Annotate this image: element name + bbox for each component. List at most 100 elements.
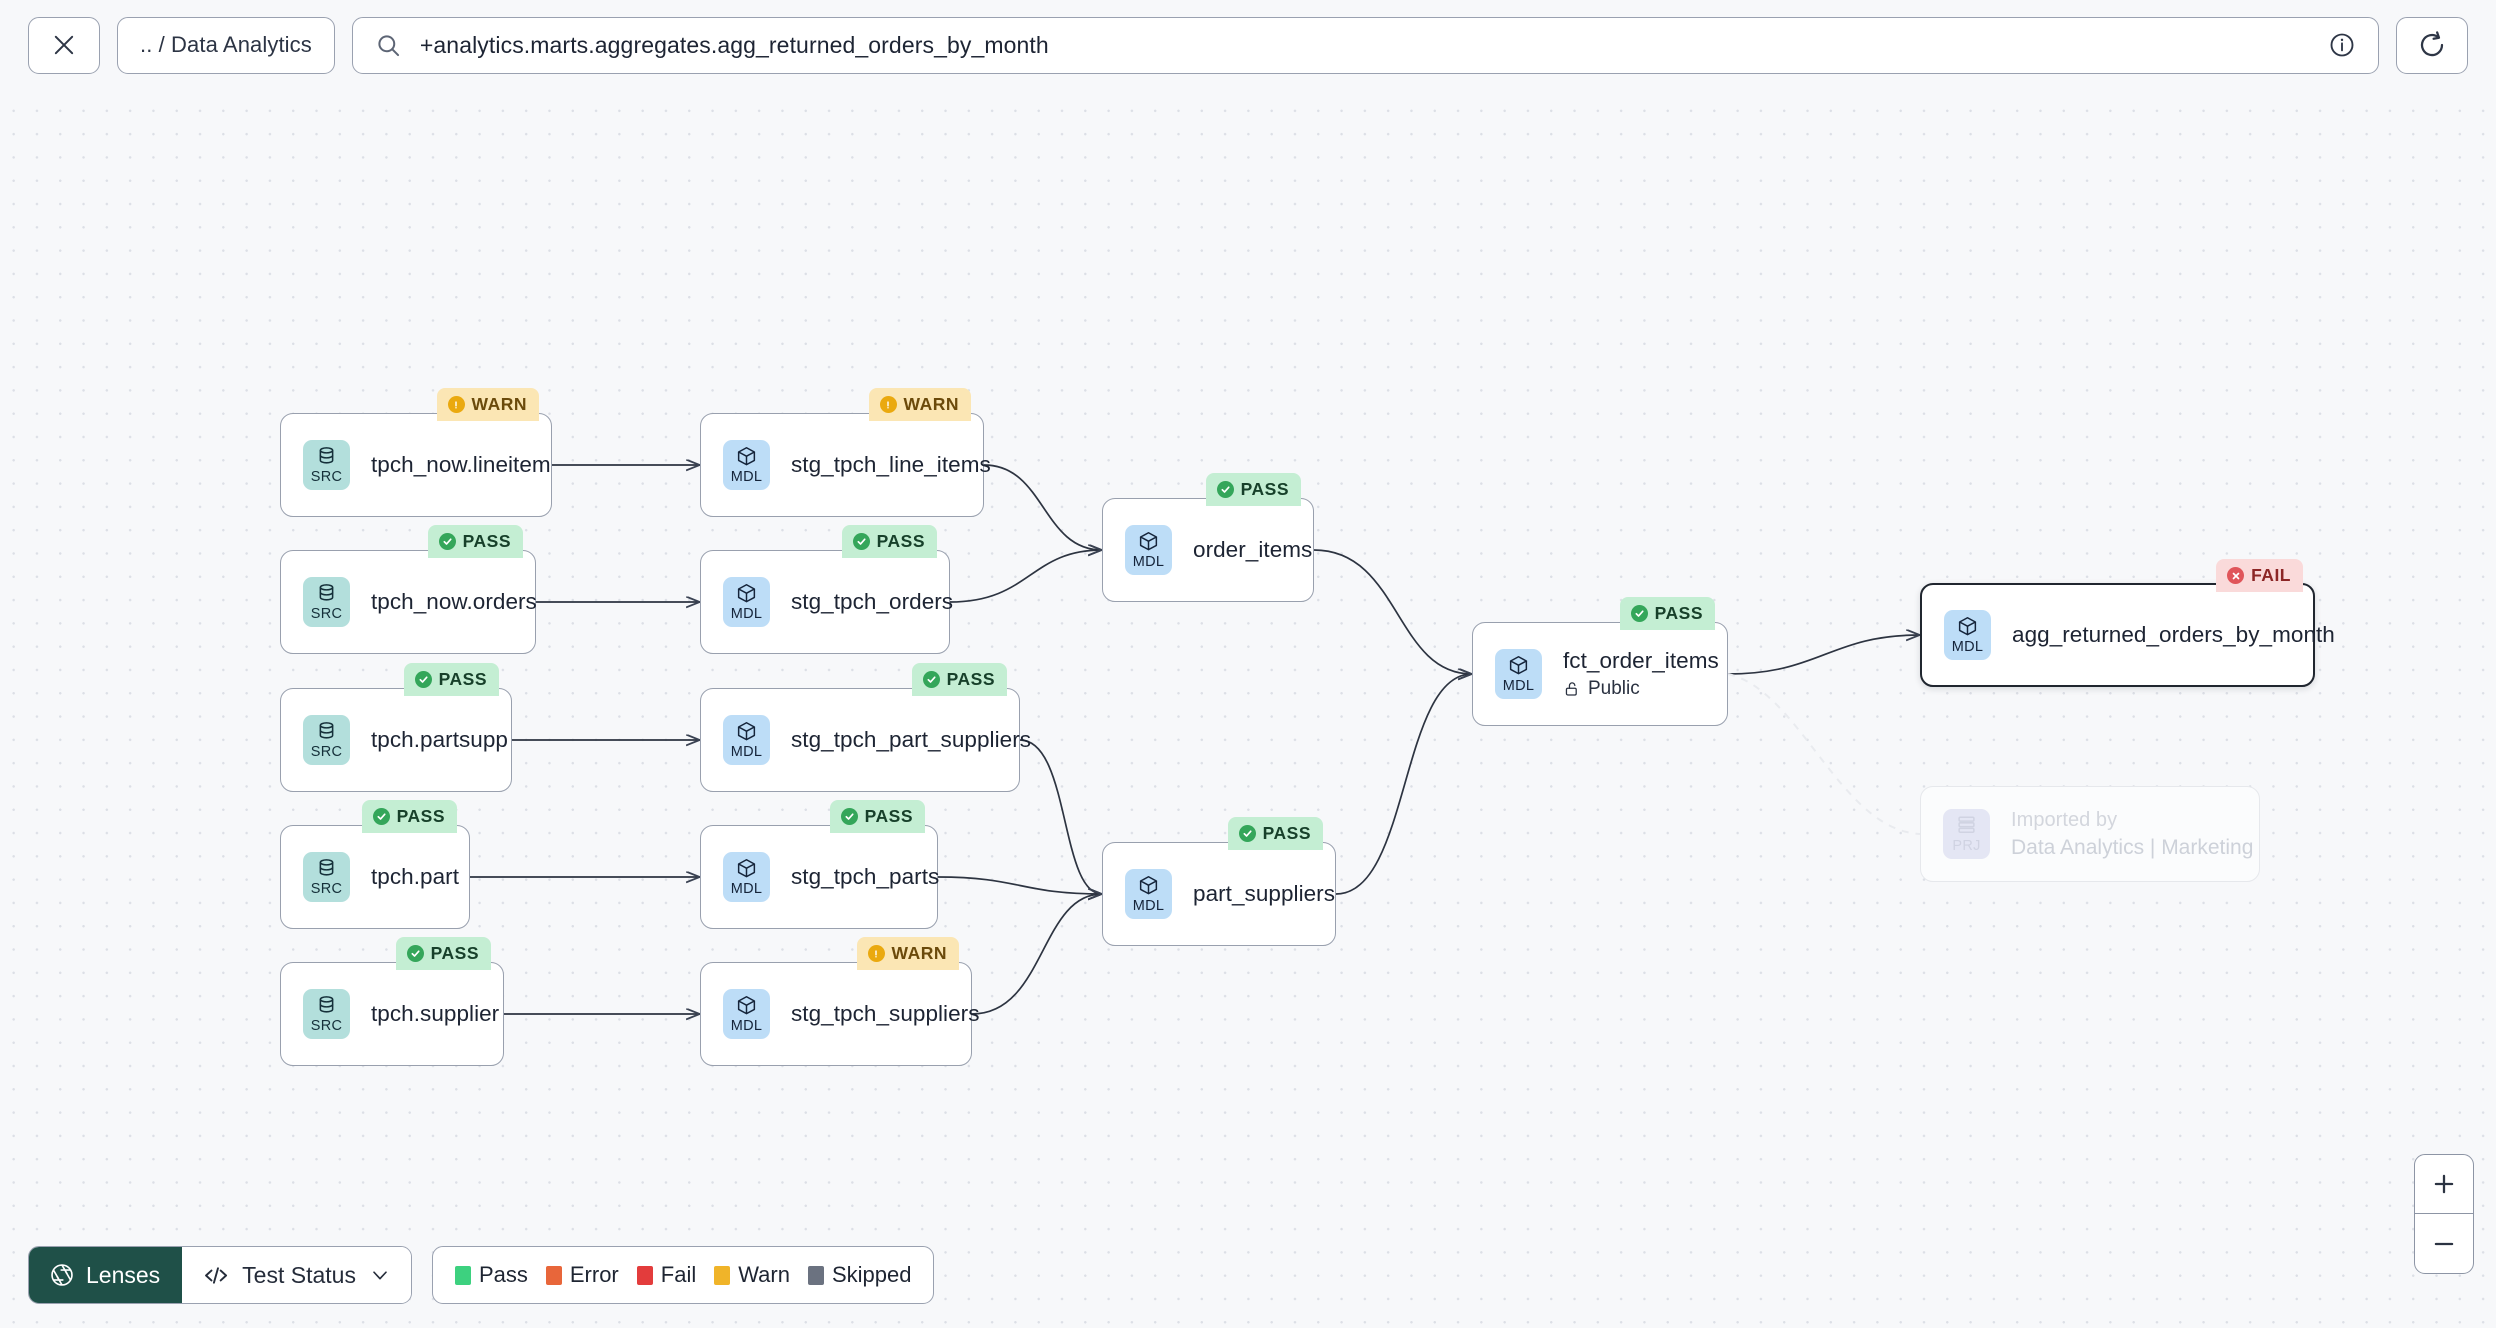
node-type-chip-src: SRC [303,989,350,1039]
node-type-label: MDL [730,744,763,761]
database-icon [319,584,334,601]
node-type-chip-mdl: MDL [723,440,770,490]
refresh-button[interactable] [2396,16,2468,74]
alert-icon [875,949,877,958]
info-icon[interactable] [2328,31,2356,59]
node-type-label: MDL [1951,639,1984,656]
lineage-graph[interactable]: WARN SRC tpch_now.lineitem PASS SRC [0,90,2496,1328]
status-dot-pass-icon [852,533,870,550]
status-badge-label: PASS [396,806,445,826]
graph-node-tpch_now_lineitem[interactable]: WARN SRC tpch_now.lineitem [280,388,552,517]
node-type-label: SRC [310,606,343,623]
node-type-chip-mdl: MDL [1495,649,1542,699]
check-icon [443,538,452,545]
node-title: agg_returned_orders_by_month [2012,622,2335,647]
zoom-in-button[interactable] [2415,1155,2473,1214]
status-dot-pass-icon [922,671,940,688]
edge-stg_tpch_suppliers-to-part_suppliers [971,894,1102,1015]
cube-icon [737,722,756,741]
legend-label: Skipped [831,1262,912,1287]
graph-node-tpch_supplier[interactable]: PASS SRC tpch.supplier [280,937,504,1066]
graph-node-fct_order_items[interactable]: PASS MDL fct_order_items Public [1472,597,1728,726]
status-badge-pass: PASS [841,525,937,558]
test-status-dropdown[interactable]: Test Status [182,1247,411,1303]
check-icon [845,813,854,820]
legend-item-fail[interactable]: Fail [636,1262,696,1288]
graph-node-order_items[interactable]: PASS MDL order_items [1102,473,1314,602]
status-dot-warn-icon [879,396,897,413]
lenses-button[interactable]: Lenses [29,1247,183,1303]
node-type-label: PRJ [1952,838,1981,855]
node-type-chip-src: SRC [303,852,350,902]
legend-item-error[interactable]: Error [545,1262,619,1288]
status-badge-label: WARN [471,394,527,414]
status-legend: Pass Error Fail Warn Skipped [431,1246,935,1304]
status-dot-warn-icon [867,945,885,962]
node-subtitle-text: Data Analytics | Marketing [2011,835,2254,859]
legend-item-skipped[interactable]: Skipped [807,1262,912,1288]
status-badge-label: PASS [1262,823,1311,843]
graph-node-stg_tpch_part_suppliers[interactable]: PASS MDL stg_tpch_part_suppliers [700,663,1031,792]
status-dot-pass-icon [438,533,456,550]
node-title: stg_tpch_parts [791,864,940,889]
node-type-label: MDL [1502,678,1535,695]
node-type-label: MDL [730,1018,763,1035]
node-title: stg_tpch_line_items [791,452,991,477]
node-type-chip-mdl: MDL [723,715,770,765]
top-toolbar: .. / Data Analytics [0,0,2496,90]
status-badge-pass: PASS [1227,817,1323,850]
search-input[interactable] [419,31,2310,59]
node-type-label: SRC [310,881,343,898]
database-icon [319,722,334,739]
status-badge-label: PASS [1240,479,1289,499]
graph-node-stg_tpch_parts[interactable]: PASS MDL stg_tpch_parts [700,800,940,929]
edge-stg_tpch_parts-to-part_suppliers [937,876,1102,894]
node-type-chip-mdl: MDL [1125,869,1172,919]
breadcrumb[interactable]: .. / Data Analytics [117,16,335,74]
graph-node-tpch_partsupp[interactable]: PASS SRC tpch.partsupp [280,663,512,792]
status-dot-pass-icon [414,671,432,688]
close-icon [54,35,74,55]
legend-swatch-fail [636,1265,653,1285]
node-body: tpch_now.orders [371,589,537,615]
legend-item-pass[interactable]: Pass [454,1262,528,1288]
node-body: order_items [1193,537,1312,563]
cube-icon [737,859,756,878]
node-title: stg_tpch_orders [791,589,954,614]
node-type-label: MDL [730,881,763,898]
node-type-chip-mdl: MDL [723,852,770,902]
breadcrumb-label: .. / Data Analytics [140,32,312,57]
node-type-chip-prj: PRJ [1943,809,1990,859]
status-badge-pass: PASS [911,663,1007,696]
node-type-chip-mdl: MDL [723,989,770,1039]
close-button[interactable] [28,16,100,74]
legend-item-warn[interactable]: Warn [714,1262,790,1288]
edge-stg_tpch_part_suppliers-to-part_suppliers [1019,739,1102,894]
legend-swatch-warn [714,1265,731,1285]
graph-node-stg_tpch_line_items[interactable]: WARN MDL stg_tpch_line_items [700,388,991,517]
node-type-label: MDL [730,606,763,623]
graph-node-agg_returned_orders_by_month[interactable]: FAIL MDL agg_returned_orders_by_month [1920,559,2335,687]
status-badge-label: WARN [903,394,959,414]
graph-node-tpch_now_orders[interactable]: PASS SRC tpch_now.orders [280,525,537,654]
graph-node-stg_tpch_orders[interactable]: PASS MDL stg_tpch_orders [700,525,954,654]
graph-node-part_suppliers[interactable]: PASS MDL part_suppliers [1102,817,1336,946]
graph-node-stg_tpch_suppliers[interactable]: WARN MDL stg_tpch_suppliers [700,937,979,1066]
lens-control-group: Lenses Test Status [28,1246,412,1304]
search-bar[interactable] [351,16,2379,74]
node-type-chip-mdl: MDL [723,577,770,627]
node-body: agg_returned_orders_by_month [2012,622,2335,648]
status-badge-label: PASS [438,669,487,689]
node-title: tpch_now.lineitem [371,452,551,477]
alert-icon [455,400,457,409]
x-icon [2232,572,2239,579]
zoom-out-button[interactable] [2415,1214,2473,1273]
database-icon [319,447,334,464]
test-status-label: Test Status [242,1261,356,1288]
status-dot-pass-icon [840,808,858,825]
graph-node-tpch_part[interactable]: PASS SRC tpch.part [280,800,470,929]
node-type-label: MDL [730,469,763,486]
status-dot-fail-icon [2227,567,2245,584]
search-icon [378,34,399,56]
